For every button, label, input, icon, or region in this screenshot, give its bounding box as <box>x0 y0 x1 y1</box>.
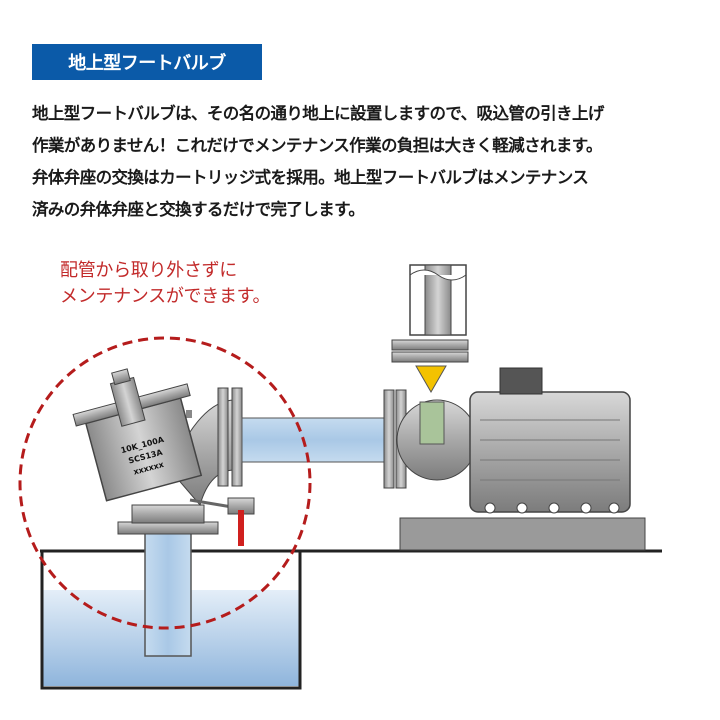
maintenance-highlight-circle <box>18 336 312 630</box>
description-line: 弁体弁座の交換はカートリッジ式を採用。地上型フートバルブはメンテナンス <box>32 168 589 187</box>
foot-valve: 10K_100A SCS13A xxxxxx <box>72 368 203 502</box>
description-line: 済みの弁体弁座と交換するだけで完了します。 <box>32 200 365 219</box>
description: 地上型フートバルブは、その名の通り地上に設置しますので、吸込管の引き上げ 作業が… <box>32 98 702 226</box>
callout-line: 配管から取り外さずに <box>60 260 237 281</box>
drain-ball-valve <box>189 497 255 546</box>
maintenance-callout: 配管から取り外さずに メンテナンスができます。 <box>60 258 271 310</box>
discharge-pipe <box>241 417 385 463</box>
description-line: 作業がありません！これだけでメンテナンス作業の負担は大きく軽減されます。 <box>32 136 603 155</box>
pump-motor <box>391 264 646 551</box>
section-title: 地上型フートバルブ <box>32 44 262 80</box>
description-line: 地上型フートバルブは、その名の通り地上に設置しますので、吸込管の引き上げ <box>32 104 604 123</box>
callout-line: メンテナンスができます。 <box>60 286 271 307</box>
suction-pipe <box>144 529 192 657</box>
